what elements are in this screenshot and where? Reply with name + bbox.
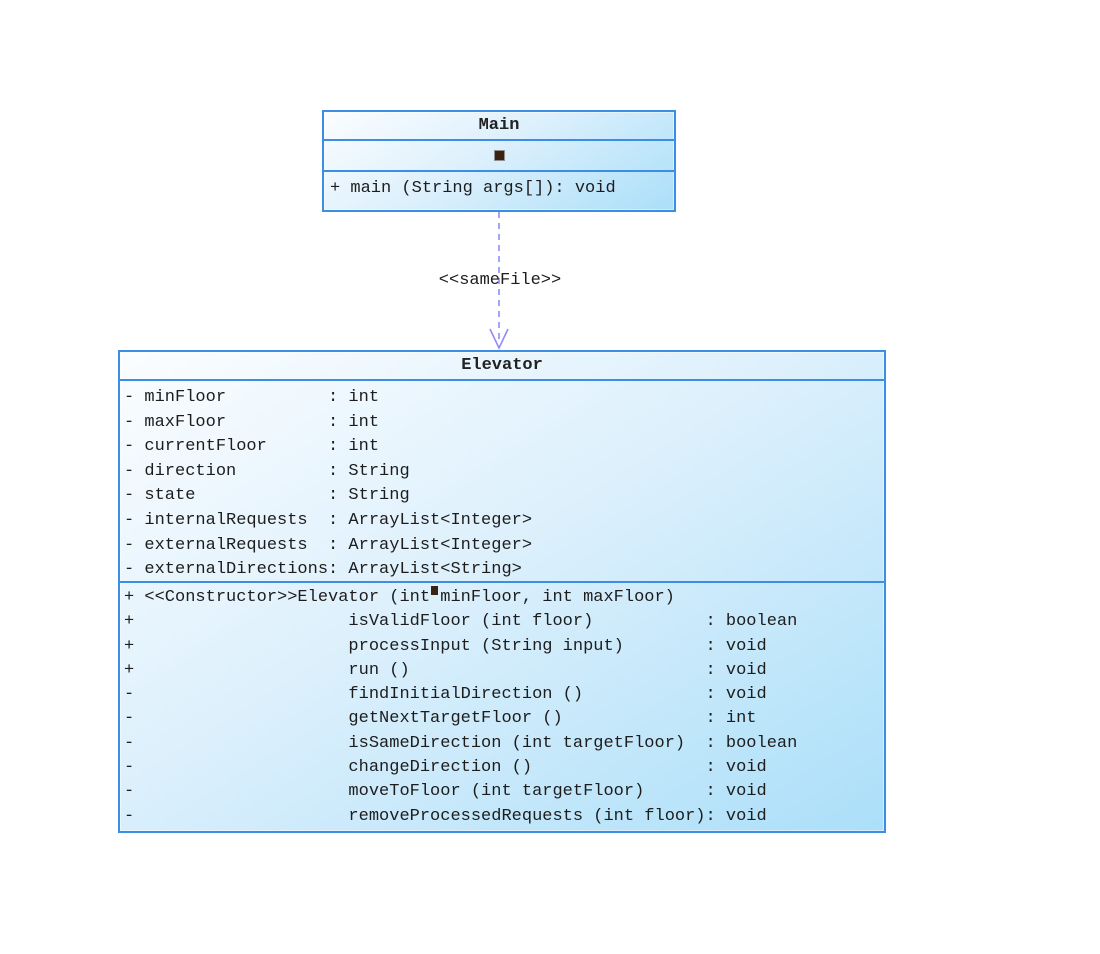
attribute-row: - internalRequests : ArrayList<Integer> xyxy=(124,510,533,530)
dependency-arrow[interactable] xyxy=(488,212,510,352)
method-row: - getNextTargetFloor () : int xyxy=(124,709,757,729)
method-row: + main (String args[]): void xyxy=(330,179,616,198)
attribute-row: - minFloor : int xyxy=(124,388,380,407)
main-attributes-section xyxy=(324,141,674,172)
class-title-main: Main xyxy=(324,112,674,141)
member-marker-square-icon xyxy=(430,586,440,595)
elevator-attributes-section: - minFloor : int - maxFloor : int - curren… xyxy=(120,381,884,583)
attribute-row: - maxFloor : int xyxy=(124,412,380,432)
attribute-row: - externalRequests : ArrayList<Integer> xyxy=(124,535,533,555)
attribute-row: - state : String xyxy=(124,486,410,506)
method-row: + isValidFloor (int floor) : boolean xyxy=(124,612,798,632)
class-title-elevator: Elevator xyxy=(120,352,884,381)
method-row: - moveToFloor (int targetFloor) : void xyxy=(124,782,767,802)
class-box-elevator[interactable]: Elevator - minFloor : int - maxFloor : in… xyxy=(118,350,886,833)
attribute-row: - direction : String xyxy=(124,461,410,481)
method-row: - changeDirection () : void xyxy=(124,758,767,778)
method-row: - isSameDirection (int targetFloor) : bo… xyxy=(124,733,798,753)
empty-attribute-marker-icon xyxy=(493,150,505,161)
attribute-row: - currentFloor : int xyxy=(124,437,380,457)
dependency-arrowhead-icon xyxy=(489,328,509,350)
connector-stereotype-label: <<sameFile>> xyxy=(438,271,562,290)
method-row: - findInitialDirection () : void xyxy=(124,685,767,705)
main-methods-section: + main (String args[]): void xyxy=(324,172,674,208)
method-row: + run () : void xyxy=(124,660,767,680)
method-row: + processInput (String input) : void xyxy=(124,636,767,656)
method-row: - removeProcessedRequests (int floor): v… xyxy=(124,806,767,826)
class-box-main[interactable]: Main + main (String args[]): void xyxy=(322,110,676,212)
attribute-row: - externalDirections: ArrayList<String> xyxy=(124,560,522,580)
